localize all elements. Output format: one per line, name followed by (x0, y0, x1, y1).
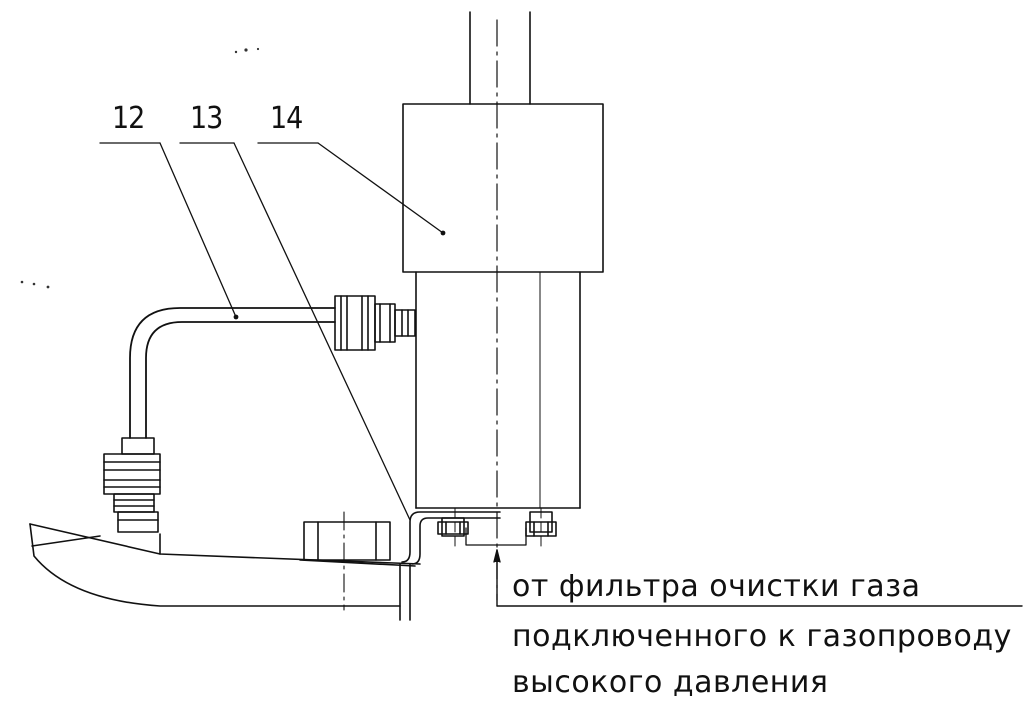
base-bolt (303, 521, 391, 561)
note-line-2: подключенного к газопроводу (512, 619, 1012, 654)
nut-left (437, 517, 469, 537)
pipe-12 (129, 307, 336, 439)
note-line-3: высокого давления (512, 665, 829, 700)
callout-14: 14 (270, 101, 303, 136)
bracket-13 (401, 511, 501, 565)
pipe-fitting-right (334, 295, 416, 351)
callout-leaders (99, 142, 444, 521)
inlet-port (465, 527, 527, 546)
scan-specks (20, 47, 260, 289)
inlet-leader (493, 549, 1023, 607)
callout-12: 12 (112, 101, 145, 136)
top-shaft (469, 11, 531, 105)
upper-housing (402, 103, 604, 273)
callout-dots (233, 230, 446, 320)
note-line-1: от фильтра очистки газа (512, 569, 921, 604)
lower-body (415, 271, 581, 509)
base-frame (29, 523, 421, 621)
pipe-fitting-bottom (103, 437, 161, 533)
callout-13: 13 (190, 101, 223, 136)
